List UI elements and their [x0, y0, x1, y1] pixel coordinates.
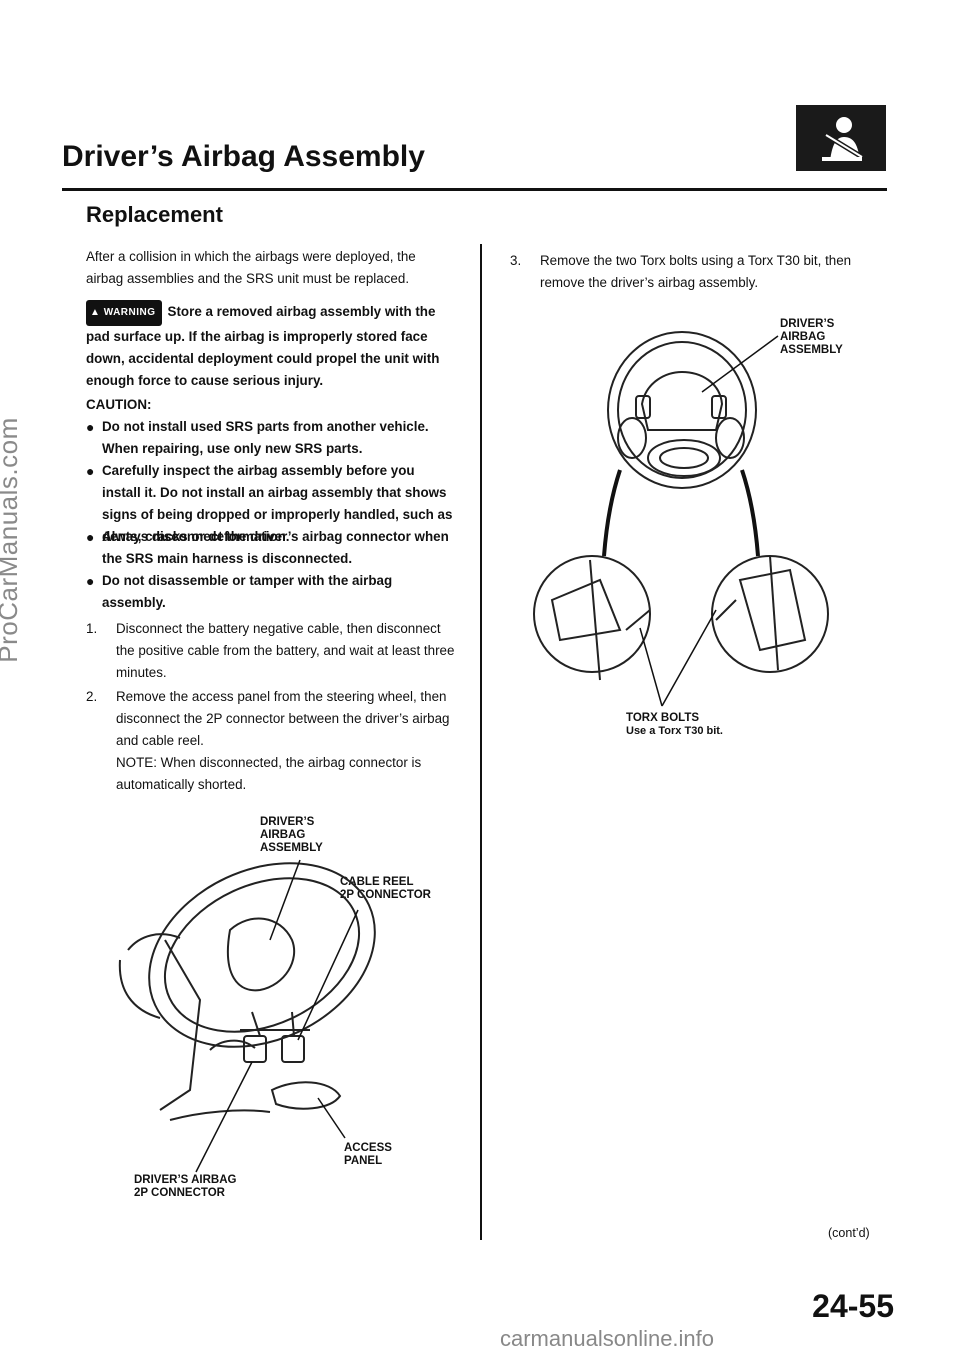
label-access-panel: ACCESS PANEL [344, 1142, 392, 1167]
footer-watermark: carmanualsonline.info [500, 1326, 715, 1351]
intro-paragraph: After a collision in which the airbags w… [86, 249, 416, 286]
section-title: Replacement [86, 202, 223, 227]
label-drivers-airbag-connector: DRIVER’S AIRBAG 2P CONNECTOR [134, 1174, 237, 1199]
caution-item: ● Always disconnect the driver’s airbag … [86, 526, 456, 570]
note: NOTE: When disconnected, the airbag conn… [116, 755, 422, 792]
bullet-icon: ● [86, 463, 95, 479]
seatbelt-airbag-icon [796, 105, 886, 171]
bullet-icon: ● [86, 529, 95, 545]
caution-item: ● Do not disassemble or tamper with the … [86, 570, 456, 614]
label-torx-note: Use a Torx T30 bit. [626, 725, 723, 737]
step-1: 1. Disconnect the battery negative cable… [86, 621, 455, 680]
header-rule [62, 188, 887, 191]
label-torx-bolts: TORX BOLTS [626, 712, 700, 724]
step-3: 3. Remove the two Torx bolts using a Tor… [510, 253, 852, 290]
caution-item: ● Carefully inspect the airbag assembly … [86, 460, 456, 548]
label-drivers-airbag-assembly-right: DRIVER’S AIRBAG ASSEMBLY [780, 318, 843, 356]
page-title: Driver’s Airbag Assembly [62, 140, 425, 173]
bullet-icon: ● [86, 573, 95, 589]
label-drivers-airbag-assembly: DRIVER’S AIRBAG ASSEMBLY [260, 816, 323, 854]
warning-text: Store a removed airbag assembly with the… [86, 304, 440, 388]
page-number: 24-55 [812, 1288, 894, 1324]
leader-line [269, 859, 301, 941]
column-divider [480, 244, 482, 1240]
warning-badge: ▲ WARNING [86, 300, 162, 326]
caution-item: ● Do not install used SRS parts from ano… [86, 416, 456, 460]
continued-note: (cont’d) [828, 1226, 870, 1240]
step-2: 2. Remove the access panel from the stee… [86, 689, 450, 748]
caution-heading: CAUTION: [86, 397, 152, 412]
bullet-icon: ● [86, 419, 95, 435]
label-cable-reel-connector: CABLE REEL 2P CONNECTOR [340, 876, 431, 901]
